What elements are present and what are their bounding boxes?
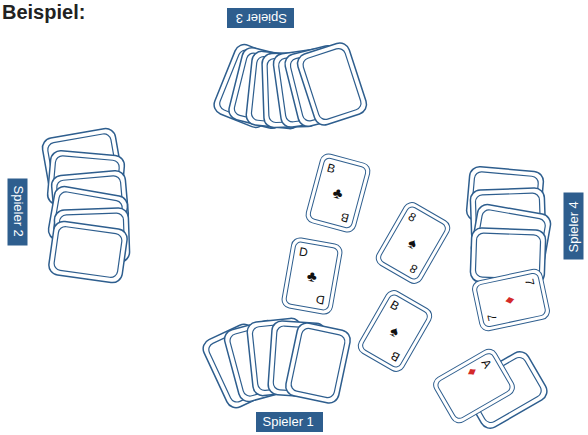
card-suit: ♠ <box>388 323 402 340</box>
card-rank: B <box>339 211 350 225</box>
card-rank: 8 <box>408 262 420 276</box>
player-label: Spieler 1 <box>256 412 323 432</box>
card-rank: A <box>479 357 493 370</box>
card-back <box>295 40 369 127</box>
card-rank: B <box>388 298 401 312</box>
heading: Beispiel: <box>2 1 85 24</box>
card-rank: B <box>389 349 402 363</box>
card-suit: ♣ <box>306 268 318 284</box>
card-rank: D <box>315 293 326 306</box>
player-name: Spieler 4 <box>565 201 580 252</box>
player-label: Spieler 4 <box>563 193 583 260</box>
player-label: Spieler 2 <box>7 179 27 246</box>
player-name: Spieler 2 <box>10 186 25 237</box>
card-rank: 8 <box>406 210 418 224</box>
player-name: Spieler 1 <box>263 414 314 429</box>
card-suit: ♠ <box>406 235 420 252</box>
card-suit: ♣ <box>331 184 344 201</box>
card-rank: 7 <box>486 313 499 322</box>
card-suit: ♦ <box>503 295 519 306</box>
card-back <box>284 321 352 405</box>
playing-card: 8 ♠ 8 <box>372 199 453 287</box>
player-label: Spieler 3 <box>227 8 294 28</box>
card-suit: ♦ <box>465 364 482 378</box>
card-back <box>48 220 129 284</box>
card-rank: B <box>326 162 337 176</box>
playing-card: D ♣ D <box>280 236 344 316</box>
playing-card: B ♠ B <box>354 287 435 375</box>
playing-card: B ♣ B <box>304 151 373 234</box>
card-rank: D <box>298 245 309 258</box>
card-rank: 7 <box>523 278 536 287</box>
player-name: Spieler 3 <box>235 11 286 26</box>
